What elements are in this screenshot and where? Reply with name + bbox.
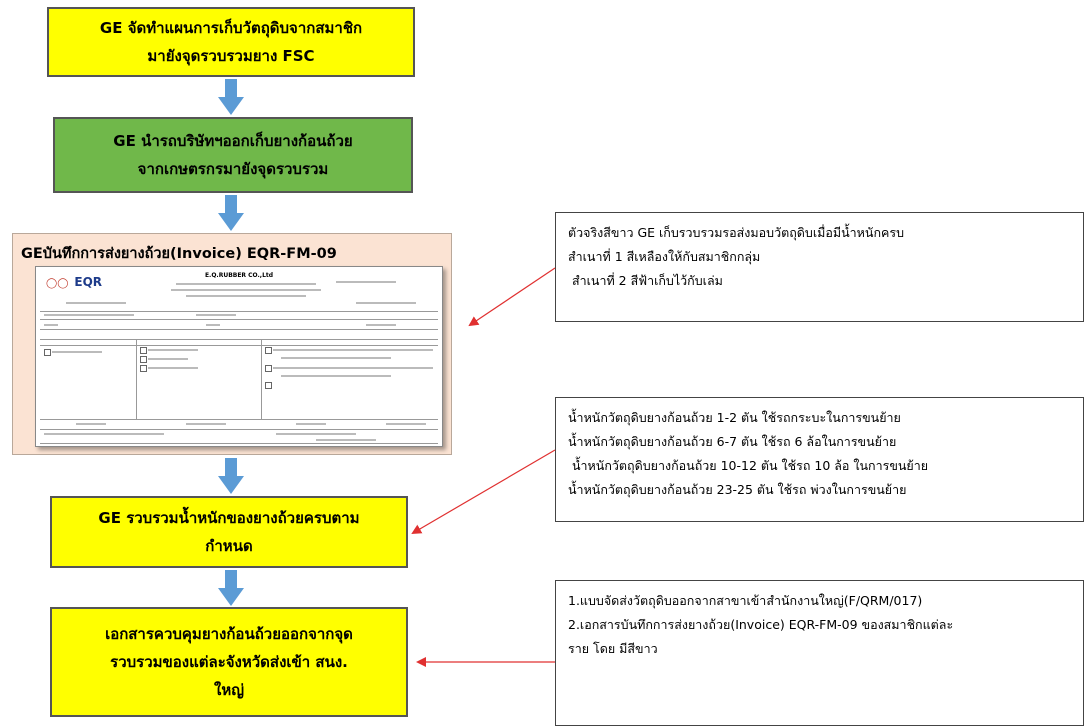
note-truck-by-weight: น้ำหนักวัตถุดิบยางก้อนถ้วย 1-2 ตัน ใช้รถ… (555, 397, 1084, 522)
flow-step-invoice-record: GEบันทึกการส่งยางถ้วย(Invoice) EQR-FM-09… (12, 233, 452, 455)
down-arrow-icon (218, 570, 244, 606)
note1-line2: สำเนาที่ 1 สีเหลืองให้กับสมาชิกกลุ่ม (568, 249, 761, 264)
invoice-step-title: GEบันทึกการส่งยางถ้วย(Invoice) EQR-FM-09 (21, 246, 337, 262)
invoice-document-image: ◯◯ EQR E.Q.RUBBER CO.,Ltd (35, 266, 443, 447)
logo-text: EQR (74, 275, 103, 289)
note2-line2: น้ำหนักวัตถุดิบยางก้อนถ้วย 6-7 ตัน ใช้รถ… (568, 434, 897, 449)
step5-line1: เอกสารควบคุมยางก้อนถ้วยออกจากจุด (105, 625, 353, 643)
note1-line3: สำเนาที่ 2 สีฟ้าเก็บไว้กับเล่ม (568, 273, 723, 288)
step5-line2: รวบรวมของแต่ละจังหวัดส่งเข้า สนง. (110, 653, 348, 671)
connector-arrow-note2 (411, 449, 556, 535)
step4-line2: กำหนด (205, 537, 253, 555)
company-name: E.Q.RUBBER CO.,Ltd (204, 272, 274, 279)
down-arrow-icon (218, 458, 244, 494)
note2-line1: น้ำหนักวัตถุดิบยางก้อนถ้วย 1-2 ตัน ใช้รถ… (568, 410, 901, 425)
step2-line1: GE นำรถบริษัทฯออกเก็บยางก้อนถ้วย (113, 132, 353, 150)
step1-line2: มายังจุดรวบรวมยาง FSC (147, 47, 315, 65)
flow-step-control-document: เอกสารควบคุมยางก้อนถ้วยออกจากจุด รวบรวมข… (50, 607, 408, 717)
logo-mark-icon: ◯◯ (46, 278, 69, 289)
connector-arrow-note1 (468, 267, 556, 327)
note2-line3: น้ำหนักวัตถุดิบยางก้อนถ้วย 10-12 ตัน ใช้… (568, 458, 929, 473)
step1-line1: GE จัดทำแผนการเก็บวัตถุดิบจากสมาชิก (99, 19, 363, 37)
note2-line4: น้ำหนักวัตถุดิบยางก้อนถ้วย 23-25 ตัน ใช้… (568, 482, 907, 497)
note3-line1: 1.แบบจัดส่งวัตถุดิบออกจากสาขาเข้าสำนักงา… (568, 593, 923, 608)
flow-step-plan-collection: GE จัดทำแผนการเก็บวัตถุดิบจากสมาชิก มายั… (47, 7, 415, 77)
down-arrow-icon (218, 195, 244, 231)
note-invoice-copies: ตัวจริงสีขาว GE เก็บรวบรวมรอส่งมอบวัตถุด… (555, 212, 1084, 322)
step5-line3: ใหญ่ (214, 681, 244, 699)
note1-line1: ตัวจริงสีขาว GE เก็บรวบรวมรอส่งมอบวัตถุด… (568, 225, 905, 240)
flow-step-truck-collection: GE นำรถบริษัทฯออกเก็บยางก้อนถ้วย จากเกษต… (53, 117, 413, 193)
note-documents: 1.แบบจัดส่งวัตถุดิบออกจากสาขาเข้าสำนักงา… (555, 580, 1084, 726)
down-arrow-icon (218, 79, 244, 115)
step4-line1: GE รวบรวมน้ำหนักของยางถ้วยครบตาม (98, 509, 360, 527)
note3-line2: 2.เอกสารบันทึกการส่งยางถ้วย(Invoice) EQR… (568, 617, 954, 632)
flow-step-weight-complete: GE รวบรวมน้ำหนักของยางถ้วยครบตาม กำหนด (50, 496, 408, 568)
step2-line2: จากเกษตรกรมายังจุดรวบรวม (137, 160, 329, 178)
company-logo: ◯◯ EQR (46, 275, 102, 289)
note3-line3: ราย โดย มีสีขาว (568, 641, 658, 656)
